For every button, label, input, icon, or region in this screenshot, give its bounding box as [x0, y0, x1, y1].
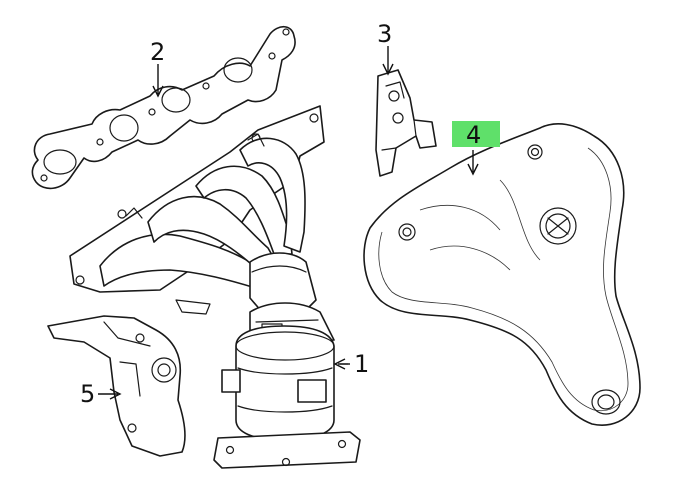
- callout-4[interactable]: 4: [452, 121, 500, 176]
- callout-4-highlight: [452, 121, 500, 147]
- callout-2[interactable]: 2: [150, 38, 165, 98]
- callout-4-label: 4: [466, 121, 481, 149]
- exhaust-manifold[interactable]: [69, 105, 325, 313]
- part-2-manifold-gasket[interactable]: [31, 25, 296, 190]
- callout-3-label: 3: [377, 20, 392, 48]
- callout-3[interactable]: 3: [377, 20, 394, 76]
- callout-1[interactable]: 1: [333, 350, 369, 378]
- part-1-catalytic-converter[interactable]: [213, 302, 361, 469]
- callout-5-label: 5: [80, 380, 95, 408]
- part-5-lower-heat-shield[interactable]: [47, 315, 186, 457]
- callout-2-label: 2: [150, 38, 165, 66]
- callout-1-label: 1: [354, 350, 369, 378]
- hanger-bracket: [175, 299, 211, 315]
- callout-5[interactable]: 5: [80, 380, 122, 408]
- part-3-bracket[interactable]: [375, 69, 437, 177]
- part-4-heat-shield[interactable]: [363, 123, 641, 426]
